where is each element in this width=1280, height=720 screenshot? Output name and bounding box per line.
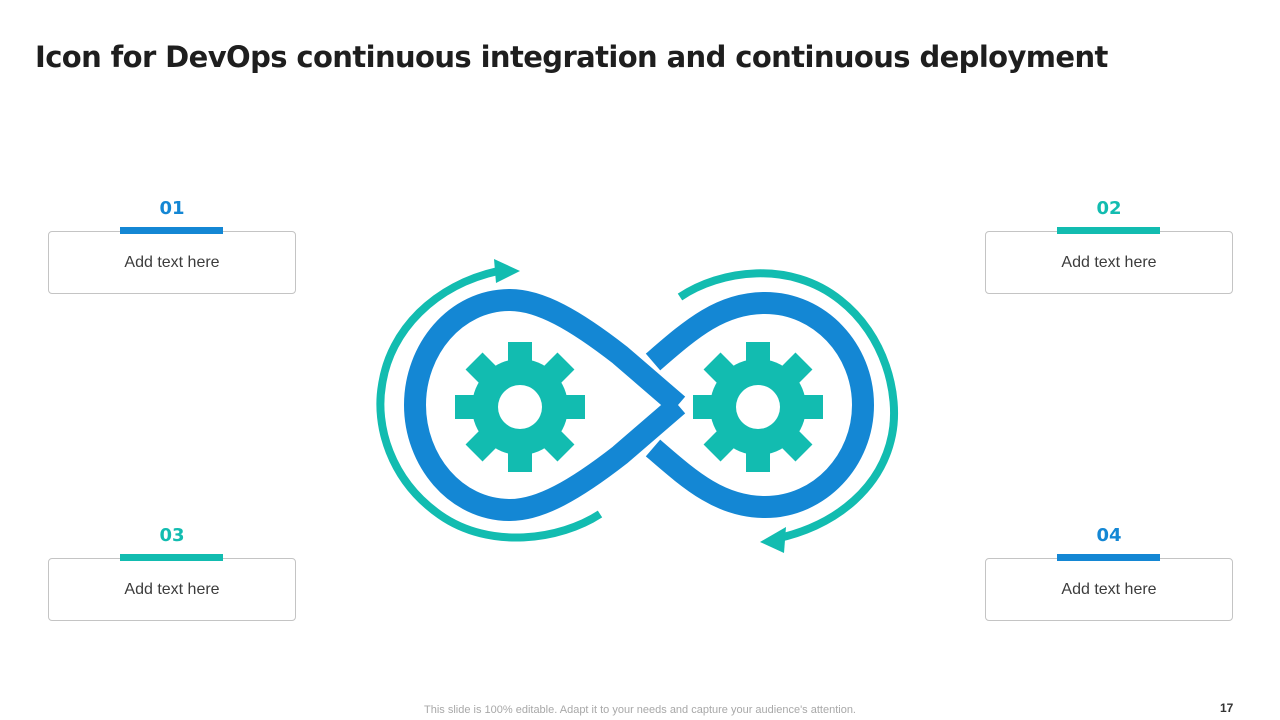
card-number: 02 [1096,198,1122,219]
devops-infinity-gears-icon [370,255,910,555]
card-text[interactable]: Add text here [1061,580,1157,598]
text-box[interactable]: Add text here [48,231,296,294]
card-number: 04 [1096,525,1122,546]
accent-bar [1057,554,1160,561]
page-number: 17 [1220,701,1234,715]
text-box[interactable]: Add text here [48,558,296,621]
accent-bar [1057,227,1160,234]
accent-bar [120,554,223,561]
text-box[interactable]: Add text here [985,558,1233,621]
footer-note: This slide is 100% editable. Adapt it to… [424,704,856,716]
arrowheads [494,259,786,553]
infinity-loop-icon [403,288,875,522]
slide-title: Icon for DevOps continuous integration a… [35,40,1108,74]
left-gear-icon [455,342,585,472]
card-text[interactable]: Add text here [124,253,220,271]
accent-bar [120,227,223,234]
card-text[interactable]: Add text here [1061,253,1157,271]
card-text[interactable]: Add text here [124,580,220,598]
right-gear-icon [693,342,823,472]
card-number: 03 [159,525,185,546]
cycle-arrows-icon [376,267,899,543]
card-number: 01 [159,198,185,219]
text-box[interactable]: Add text here [985,231,1233,294]
